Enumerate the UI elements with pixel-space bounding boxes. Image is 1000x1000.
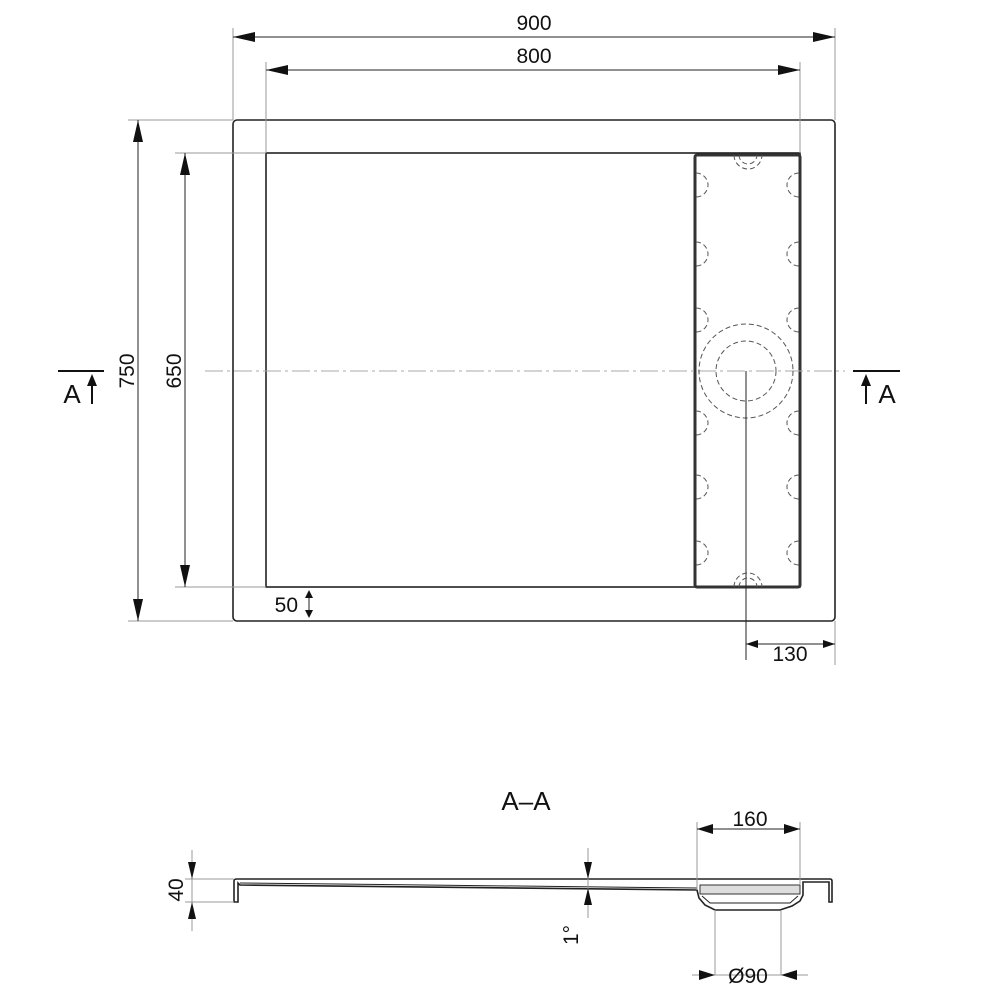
- section-marker-left: A: [58, 370, 104, 409]
- support-foot-icon: [695, 540, 709, 566]
- plan-view: 900 800 750 650 50 130: [58, 12, 900, 666]
- support-foot-icon: [786, 474, 800, 500]
- section-label-right: A: [878, 379, 896, 409]
- support-foot-icon: [695, 307, 709, 333]
- arrow-icon: [813, 32, 835, 42]
- support-foot-icon: [738, 577, 758, 588]
- arrow-icon: [584, 888, 592, 905]
- support-foot-icon: [733, 154, 763, 170]
- drain-body: [701, 895, 799, 904]
- dimension-label-160: 160: [732, 808, 767, 831]
- tray-section-profile: [233, 878, 833, 911]
- arrow-icon: [133, 599, 143, 621]
- section-view: A–A 40 1° 160 Ø90: [165, 786, 833, 988]
- drain-inner-circle: [715, 340, 777, 402]
- support-foot-icon: [786, 172, 800, 198]
- arrow-icon: [784, 824, 800, 834]
- arrow-icon: [746, 640, 758, 648]
- arrow-icon: [781, 970, 797, 980]
- dimension-label-slope: 1°: [560, 925, 583, 945]
- dimension-label-800: 800: [516, 45, 551, 68]
- support-foot-icon: [695, 474, 709, 500]
- support-foot-icon: [738, 154, 758, 165]
- section-marker-right: A: [853, 370, 900, 409]
- arrow-icon: [180, 153, 190, 175]
- arrow-icon: [699, 970, 715, 980]
- arrow-icon: [188, 902, 196, 919]
- arrow-icon: [305, 610, 313, 618]
- support-foot-icon: [733, 572, 763, 588]
- tray-inner-area: [265, 152, 801, 588]
- dimension-label-650: 650: [163, 353, 186, 388]
- support-foot-icon: [695, 241, 709, 267]
- arrow-icon: [233, 32, 255, 42]
- support-foot-icon: [786, 241, 800, 267]
- dimension-label-rim: 50: [275, 594, 298, 617]
- arrow-icon: [823, 640, 835, 648]
- arrow-icon: [188, 862, 196, 879]
- arrow-up-icon: [87, 374, 97, 386]
- arrow-icon: [697, 824, 713, 834]
- dimension-label-outlet: Ø90: [728, 965, 768, 988]
- dimension-label-900: 900: [516, 12, 551, 35]
- drain-grate: [699, 884, 801, 895]
- support-feet: [695, 154, 800, 588]
- dimension-label-130: 130: [772, 643, 807, 666]
- arrow-icon: [305, 590, 313, 598]
- section-label-left: A: [63, 379, 81, 409]
- arrow-icon: [778, 65, 800, 75]
- dimension-label-40: 40: [165, 878, 188, 901]
- support-foot-icon: [695, 172, 709, 198]
- arrow-icon: [180, 565, 190, 587]
- support-foot-icon: [695, 410, 709, 436]
- section-title: A–A: [501, 786, 551, 816]
- dimension-label-750: 750: [116, 353, 139, 388]
- arrow-icon: [584, 862, 592, 879]
- tray-outline: [232, 119, 836, 622]
- arrow-icon: [266, 65, 288, 75]
- arrow-up-icon: [861, 374, 871, 386]
- support-foot-icon: [786, 307, 800, 333]
- tray-surface-line: [239, 882, 698, 889]
- arrow-icon: [133, 120, 143, 142]
- support-foot-icon: [786, 410, 800, 436]
- support-foot-icon: [786, 540, 800, 566]
